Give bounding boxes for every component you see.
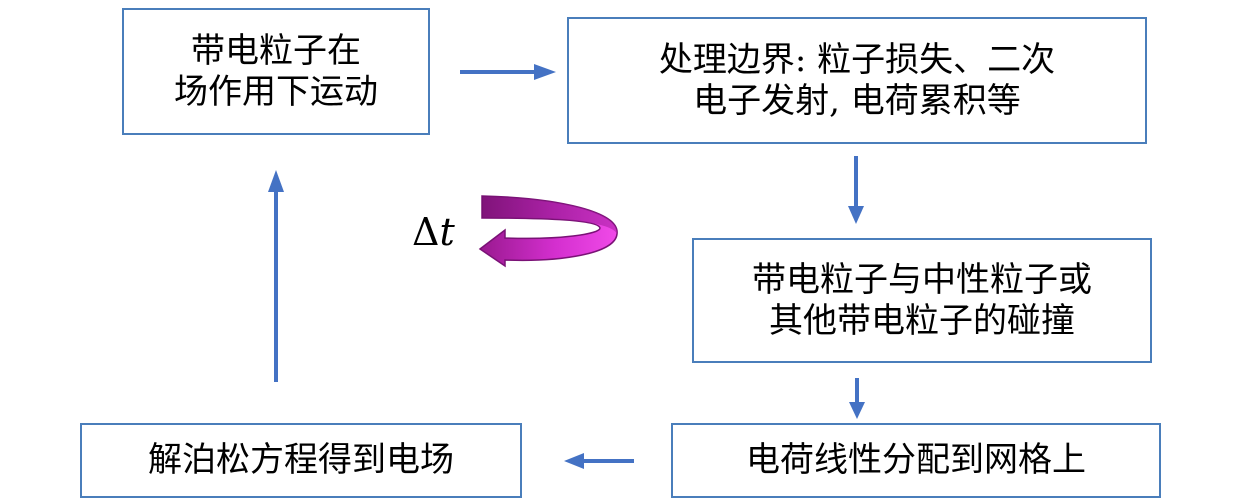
step-collision-box: 带电粒子与中性粒子或 其他带电粒子的碰撞 [692, 238, 1152, 363]
step-collision-text: 带电粒子与中性粒子或 其他带电粒子的碰撞 [752, 259, 1092, 341]
arrow-down-to-collision [848, 156, 864, 224]
step-boundary-handling-box: 处理边界: 粒子损失、二次 电子发射, 电荷累积等 [567, 17, 1147, 144]
arrow-right-to-boundary [460, 64, 556, 80]
step-particle-motion-box: 带电粒子在 场作用下运动 [122, 8, 430, 135]
arrow-up-to-motion [268, 170, 284, 382]
arrow-down-to-deposit [849, 378, 865, 419]
delta-symbol: Δ [412, 210, 440, 254]
step-boundary-handling-text: 处理边界: 粒子损失、二次 电子发射, 电荷累积等 [658, 39, 1056, 121]
step-poisson-solve-box: 解泊松方程得到电场 [80, 423, 522, 498]
time-symbol: t [439, 210, 455, 254]
step-charge-deposit-text: 电荷线性分配到网格上 [746, 440, 1086, 480]
step-particle-motion-text: 带电粒子在 场作用下运动 [174, 30, 378, 112]
step-poisson-solve-text: 解泊松方程得到电场 [148, 440, 454, 480]
arrow-left-to-poisson [564, 453, 634, 469]
step-charge-deposit-box: 电荷线性分配到网格上 [671, 423, 1161, 498]
time-step-label: Δt [412, 210, 455, 254]
time-step-cycle-arrow-icon [478, 195, 618, 268]
